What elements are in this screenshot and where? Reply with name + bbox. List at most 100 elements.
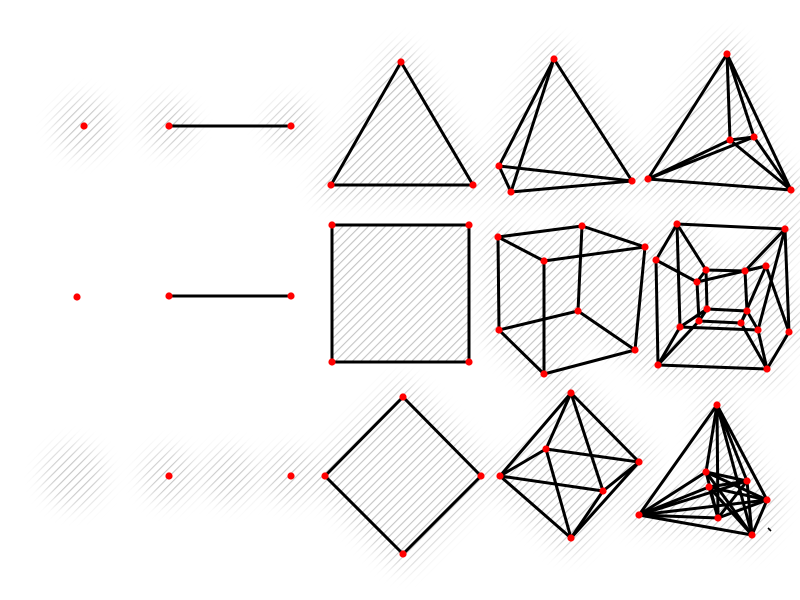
cross-polytope-dim-3-edge (498, 447, 548, 478)
hypercube-dim-4-edge (678, 307, 709, 329)
hypercube-dim-4-edge (656, 363, 769, 371)
hypercube-dim-3 (496, 224, 647, 376)
hypercube-dim-3-edge (497, 328, 546, 376)
simplex-dim-4-edge (646, 177, 793, 192)
hypercube-dim-4-vertex (676, 323, 684, 331)
cross-polytope-dim-4-edge (715, 403, 754, 537)
hypercube-dim-3-vertex (578, 222, 586, 230)
simplex-dim-3-vertex (507, 188, 515, 196)
cross-polytope-dim-2-edge (323, 474, 405, 556)
cross-polytope-dim-3-edge (498, 391, 573, 478)
cross-polytope-dim-3 (498, 391, 641, 540)
simplex-dim-4-vertex (723, 50, 731, 58)
hypercube-dim-3-vertex (494, 233, 502, 241)
simplex-dim-4-vertex (726, 136, 734, 144)
cross-polytope-dim-3-edge (544, 447, 573, 540)
hypercube-dim-4-edge (656, 319, 701, 367)
hypercube-dim-4-edge (756, 328, 769, 371)
simplex-dim-4-edge (725, 52, 793, 192)
simplex-dim-1-vertex (165, 122, 173, 130)
hypercube-dim-4-vertex (652, 256, 660, 264)
simplex-dim-3 (497, 57, 634, 194)
hypercube-dim-4-edge (743, 269, 749, 313)
faces-layer (331, 62, 473, 362)
hypercube-dim-4-edge (783, 227, 791, 334)
cross-polytope-dim-4-edge (637, 470, 708, 517)
cross-polytope-dim-3-edge (569, 391, 641, 464)
hypercube-dim-4-vertex (754, 326, 762, 334)
cross-polytope-dim-4-edge (750, 498, 769, 537)
hypercube-dim-4-vertex (737, 319, 745, 327)
cross-polytope-dim-4-vertex (743, 477, 751, 485)
cross-polytope-dim-3-vertex (496, 472, 504, 480)
hypercube-dim-4-vertex (702, 266, 710, 274)
vertices-layer (73, 50, 795, 558)
cross-polytope-dim-4 (637, 403, 769, 537)
hypercube-dim-4 (654, 222, 791, 371)
hypercube-dim-2-face (332, 225, 469, 362)
hypercube-dim-3-vertex (641, 243, 649, 251)
cross-polytope-dim-4-edge (637, 498, 769, 517)
simplex-dim-3-edge (497, 57, 556, 168)
hypercube-dim-2 (330, 223, 471, 364)
cross-polytope-dim-4-edge (637, 513, 754, 537)
hypercube-dim-1-vertex (287, 292, 295, 300)
hypercube-dim-3-edge (633, 245, 647, 352)
cross-polytope-dim-4-edge (716, 498, 769, 520)
hypercube-dim-3-edge (542, 245, 647, 263)
hypercube-dim-1-vertex (165, 292, 173, 300)
cross-polytope-dim-1-vertex (165, 472, 173, 480)
cross-polytope-dim-2-vertex (399, 393, 407, 401)
hypercube-dim-4-vertex (763, 365, 771, 373)
simplex-dim-4-edge (728, 138, 793, 192)
simplex-dim-4-vertex (787, 186, 795, 194)
hypercube-dim-4-vertex (654, 361, 662, 369)
simplex-dim-4 (646, 52, 793, 192)
simplex-dim-3-edge (509, 57, 556, 194)
hypercube-dim-4-vertex (703, 305, 711, 313)
cross-polytope-dim-4-edge (637, 403, 719, 517)
hypercube-dim-4-edge (675, 222, 682, 329)
hypercube-dim-3-edge (496, 235, 546, 263)
cross-polytope-dim-4-edge (704, 470, 749, 483)
simplex-dim-4-edge (728, 135, 756, 142)
hypercube-dim-3-vertex (540, 370, 548, 378)
simplex-dim-4-edge (752, 135, 793, 192)
hypercube-dim-4-edge (675, 222, 787, 231)
cross-polytope-dim-3-vertex (599, 487, 607, 495)
simplex-dim-2-face (331, 62, 473, 185)
simplex-dim-2-edge (329, 60, 403, 187)
hypercube-dim-3-edge (576, 224, 584, 313)
cross-polytope-dim-2-edge (323, 395, 405, 478)
hypercube-dim-4-vertex (695, 317, 703, 325)
cross-polytope-dim-2-vertex (477, 472, 485, 480)
hypercube-dim-3-vertex (495, 326, 503, 334)
cross-polytope-dim-4-edge (637, 513, 720, 520)
hypercube-dim-4-edge (675, 222, 708, 272)
hypercube-dim-4-edge (704, 268, 709, 311)
cross-polytope-dim-3-edge (569, 460, 641, 540)
cross-polytope-dim-4-vertex (763, 496, 771, 504)
hypercube-dim-2-vertex (465, 221, 473, 229)
hypercube-dim-4-edge (745, 309, 760, 332)
hypercube-dim-3-edge (497, 309, 580, 332)
cross-polytope-dim-4-vertex (713, 401, 721, 409)
hypercube-dim-4-edge (654, 258, 660, 367)
simplex-dim-3-edge (552, 57, 634, 183)
cross-polytope-dim-3-edge (498, 474, 573, 540)
hypercube-dim-4-vertex (781, 225, 789, 233)
hypercube-dim-4-vertex (743, 307, 751, 315)
simplex-dim-3-edge (497, 164, 513, 194)
hypercube-dim-3-edge (542, 348, 637, 376)
cross-polytope-dim-4-vertex (635, 511, 643, 519)
hypercube-dim-4-edge (697, 319, 743, 325)
cross-polytope-dim-4-edge (637, 485, 711, 517)
edges-layer (167, 52, 793, 556)
simplex-dim-2 (329, 60, 475, 187)
cross-polytope-dim-4-vertex (748, 531, 756, 539)
cross-polytope-dim-4-edge (715, 403, 769, 502)
simplex-dim-3-vertex (628, 177, 636, 185)
cross-polytope-dim-3-edge (569, 391, 605, 493)
cross-polytope-dim-3-edge (569, 489, 605, 540)
hypercube-dim-4-edge (654, 258, 699, 284)
